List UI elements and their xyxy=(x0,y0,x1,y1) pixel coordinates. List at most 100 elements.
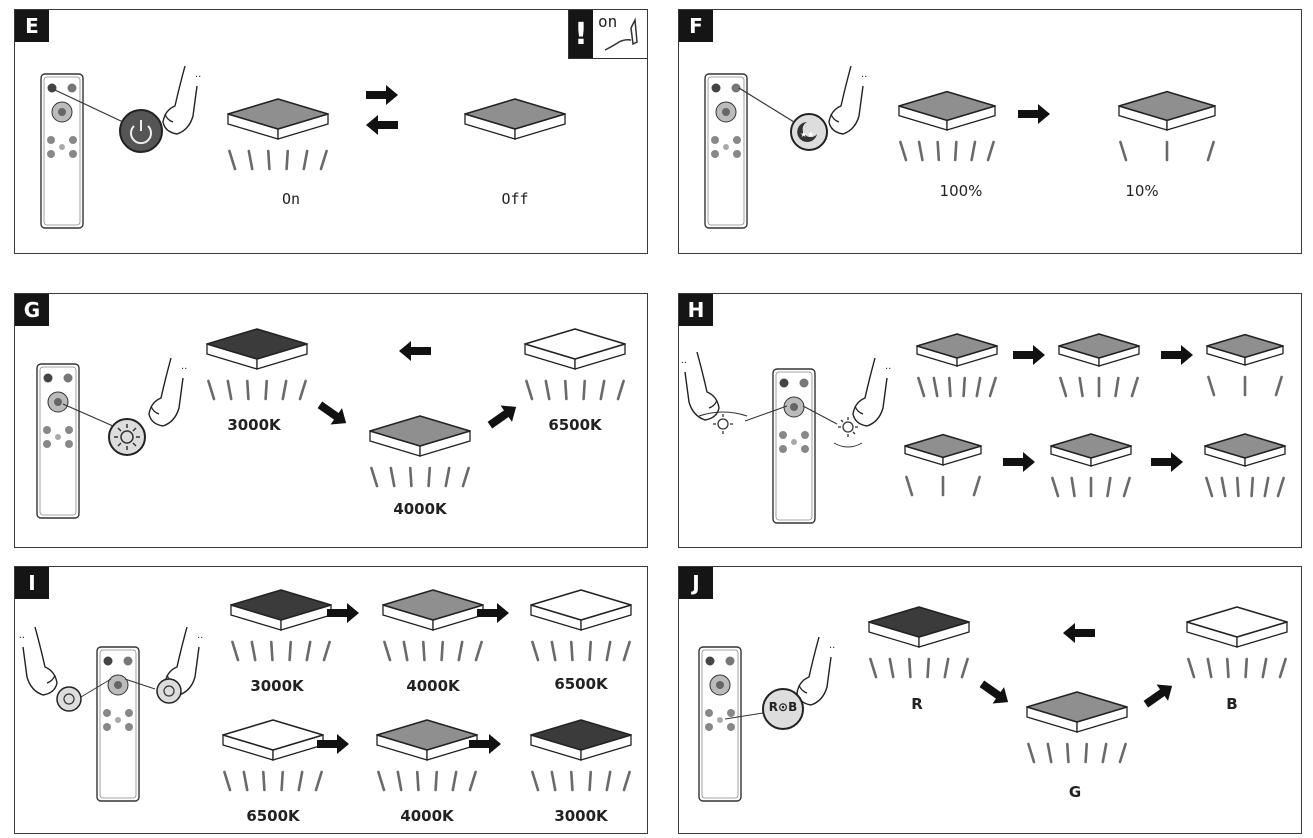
lamp-i-bot-4000k xyxy=(376,719,478,792)
lamp-i-bot-6500k xyxy=(222,719,324,792)
svg-text:··: ·· xyxy=(19,633,25,644)
label-10-percent: 10% xyxy=(1125,182,1159,200)
brightness-up-button-icon xyxy=(833,417,863,448)
hand-icon: ·· xyxy=(828,65,867,135)
svg-text:··: ·· xyxy=(829,643,835,654)
hand-left-icon: ·· xyxy=(19,626,58,696)
remote-control xyxy=(704,73,748,229)
warning-note: ! on xyxy=(568,10,647,59)
arrow-up-right xyxy=(1143,684,1173,708)
lamp-3000k xyxy=(206,328,308,401)
svg-text:··: ·· xyxy=(195,72,201,83)
lamp-10 xyxy=(1118,90,1216,162)
label-100-percent: 100% xyxy=(939,182,983,200)
arrow-up-right xyxy=(487,405,517,429)
label-i-bot-4000k: 4000K xyxy=(400,807,454,825)
panel-f: F ·· ★★ 100% 10% xyxy=(678,9,1302,254)
panel-h: H ·· ·· xyxy=(678,293,1302,548)
panel-g: G ·· 3000K 4000K 6500K xyxy=(14,293,648,548)
remote-control xyxy=(36,363,80,519)
night-mode-button-icon: ★★ xyxy=(790,113,828,151)
lamp-h-top-2 xyxy=(1058,333,1140,398)
arrow-right xyxy=(1161,345,1193,365)
rgb-button-text: R⊙B xyxy=(768,700,798,714)
rgb-button-icon xyxy=(762,688,804,730)
svg-text:··: ·· xyxy=(181,364,187,375)
arrow-right xyxy=(1013,345,1045,365)
panel-i-tag: I xyxy=(15,567,49,599)
lamp-r xyxy=(868,606,970,679)
remote-control xyxy=(698,646,742,802)
arrow-right xyxy=(366,85,398,105)
svg-text:★★: ★★ xyxy=(800,130,814,139)
arrow-left xyxy=(399,341,431,361)
color-temp-button-icon xyxy=(108,418,146,456)
power-button-icon xyxy=(119,109,163,153)
arrow-right xyxy=(1018,104,1050,124)
lamp-i-bot-3000k xyxy=(530,719,632,792)
panel-e: E ! on ·· On Off xyxy=(14,9,648,254)
lamp-4000k xyxy=(369,415,471,488)
lamp-i-top-3000k xyxy=(230,589,332,662)
lamp-on xyxy=(227,98,329,171)
arrow-right xyxy=(469,734,501,754)
hand-icon: ·· xyxy=(162,65,201,135)
svg-text:··: ·· xyxy=(861,72,867,83)
arrow-right xyxy=(1151,452,1183,472)
lamp-b xyxy=(1186,606,1288,679)
label-3000k: 3000K xyxy=(227,416,281,434)
arrow-left xyxy=(1063,623,1095,643)
remote-control xyxy=(40,73,84,229)
panel-f-art: ·· ★★ xyxy=(704,65,1216,229)
warmer-button-icon xyxy=(56,686,82,712)
panel-i-art: ·· ·· xyxy=(19,589,632,802)
panel-h-tag: H xyxy=(679,294,713,326)
label-4000k: 4000K xyxy=(393,500,447,518)
lamp-100 xyxy=(898,90,996,162)
lamp-i-top-6500k xyxy=(530,589,632,662)
label-r: R xyxy=(911,695,923,713)
arrow-left xyxy=(366,115,398,135)
lamp-h-bot-2 xyxy=(1050,433,1132,498)
svg-text:··: ·· xyxy=(681,358,687,369)
panel-g-tag: G xyxy=(15,294,49,326)
arrow-down-right xyxy=(979,680,1009,704)
svg-text:··: ·· xyxy=(885,364,891,375)
lamp-h-top-3 xyxy=(1206,333,1284,397)
panel-i: I ·· ·· 3000K 4000K 6500K 6500K 4000K 30… xyxy=(14,566,648,834)
panel-h-art: ·· ·· xyxy=(681,333,1286,524)
hand-icon: ·· xyxy=(796,636,835,706)
label-g: G xyxy=(1068,783,1082,801)
label-i-bot-3000k: 3000K xyxy=(554,807,608,825)
label-i-top-3000k: 3000K xyxy=(250,677,304,695)
panel-j-tag: J xyxy=(679,567,713,599)
panel-f-tag: F xyxy=(679,10,713,42)
exclamation-icon: ! xyxy=(569,10,593,58)
hand-left-icon: ·· xyxy=(681,351,720,421)
wall-switch-icon xyxy=(604,17,638,51)
label-on: On xyxy=(281,190,301,208)
lamp-i-top-4000k xyxy=(382,589,484,662)
lamp-off xyxy=(464,98,566,140)
panel-e-tag: E xyxy=(15,10,49,42)
brightness-down-button-icon xyxy=(698,411,748,434)
label-i-bot-6500k: 6500K xyxy=(246,807,300,825)
label-6500k: 6500K xyxy=(548,416,602,434)
label-i-top-4000k: 4000K xyxy=(406,677,460,695)
svg-text:··: ·· xyxy=(197,633,203,644)
remote-control xyxy=(96,646,140,802)
remote-control xyxy=(772,368,816,524)
panel-j-art: ·· xyxy=(698,606,1288,802)
cooler-button-icon xyxy=(156,678,182,704)
label-i-top-6500k: 6500K xyxy=(554,675,608,693)
hand-icon: ·· xyxy=(148,357,187,427)
arrow-right xyxy=(477,603,509,623)
hand-right-icon: ·· xyxy=(852,357,891,427)
label-b: B xyxy=(1226,695,1238,713)
arrow-down-right xyxy=(317,401,347,425)
lamp-h-top-1 xyxy=(916,333,998,398)
warning-note-on-text: on xyxy=(598,12,618,31)
lamp-h-bot-1 xyxy=(904,433,982,497)
arrow-right xyxy=(327,603,359,623)
lamp-6500k xyxy=(524,328,626,401)
